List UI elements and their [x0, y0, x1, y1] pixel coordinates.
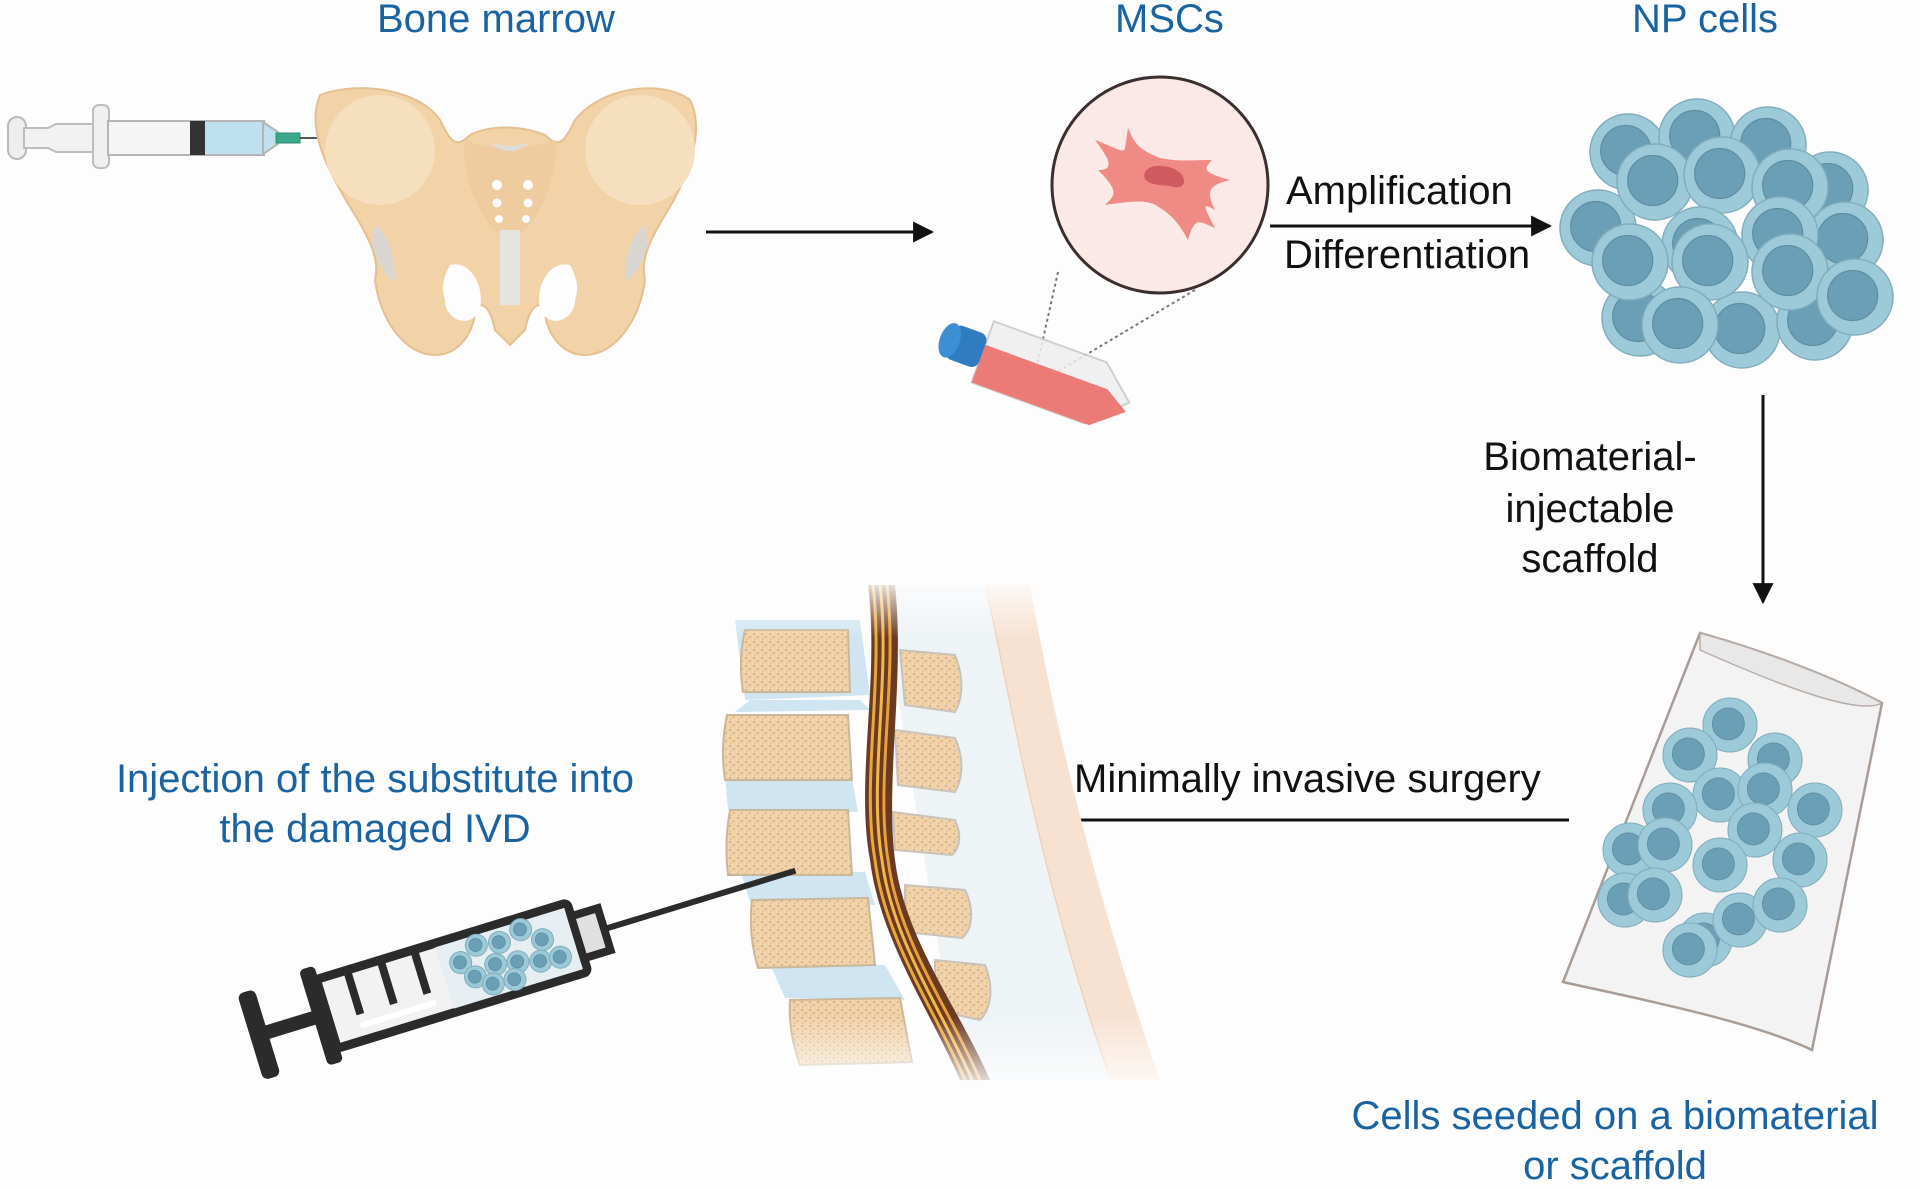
syringe-cell: [464, 965, 488, 989]
pelvis-icon: [314, 87, 697, 357]
syringe-cell: [487, 930, 511, 954]
syringe-cell: [548, 945, 572, 969]
scaffold-cell: [1702, 697, 1758, 753]
np-cell: [1671, 223, 1749, 301]
syringe-cell: [506, 950, 530, 974]
syringe-cell: [503, 967, 527, 991]
np-cell: [1641, 286, 1719, 364]
stage-label-seeded-line2: or scaffold: [1523, 1144, 1707, 1188]
syringe-cell: [531, 928, 555, 952]
scaffold-tube-icon: [1561, 631, 1884, 1052]
syringe-cell: [481, 972, 505, 996]
culture-flask-icon: [938, 271, 1196, 426]
stage-label-injection-line1: Injection of the substitute into: [115, 757, 635, 801]
syringe-cell: [529, 949, 553, 973]
scaffold-cell: [1752, 877, 1808, 933]
np-cell: [1751, 233, 1829, 311]
syringe-cell: [484, 952, 508, 976]
process-label-scaffold: scaffold: [1521, 537, 1659, 581]
np-cell-cluster-icon: [1559, 98, 1894, 369]
stage-label-mscs: MSCs: [1115, 0, 1224, 41]
stage-label-seeded-line1: Cells seeded on a biomaterial: [1351, 1094, 1879, 1138]
scaffold-cell: [1772, 832, 1828, 888]
scaffold-cell: [1727, 802, 1783, 858]
process-label-biomaterial: Biomaterial-: [1483, 435, 1697, 479]
stage-label-injection-line2: the damaged IVD: [219, 807, 531, 851]
scaffold-cell: [1662, 922, 1718, 978]
scaffold-cell: [1662, 727, 1718, 783]
np-cell: [1683, 136, 1761, 214]
np-cell: [1816, 258, 1894, 336]
scaffold-cell: [1787, 782, 1843, 838]
syringe-cell: [464, 933, 488, 957]
stage-label-np-cells: NP cells: [1632, 0, 1778, 41]
process-label-differentiation: Differentiation: [1284, 233, 1531, 277]
scaffold-cell: [1637, 817, 1693, 873]
np-cell: [1616, 143, 1694, 221]
process-label-minimally-invasive-surgery: Minimally invasive surgery: [1074, 757, 1541, 801]
loaded-syringe-icon: [238, 867, 797, 1079]
process-label-injectable: injectable: [1505, 487, 1675, 531]
np-cell: [1591, 223, 1669, 301]
spine-icon: [700, 575, 1180, 1095]
scaffold-cell: [1692, 837, 1748, 893]
np-cell: [1703, 291, 1781, 369]
scaffold-cell: [1627, 867, 1683, 923]
process-label-amplification: Amplification: [1286, 169, 1513, 213]
stage-label-bone-marrow: Bone marrow: [377, 0, 615, 41]
magnified-msc-icon: [1050, 75, 1270, 295]
syringe-icon: [7, 104, 364, 169]
syringe-cell: [449, 951, 473, 975]
syringe-cell: [509, 918, 533, 942]
scaffold-cell: [1692, 767, 1748, 823]
